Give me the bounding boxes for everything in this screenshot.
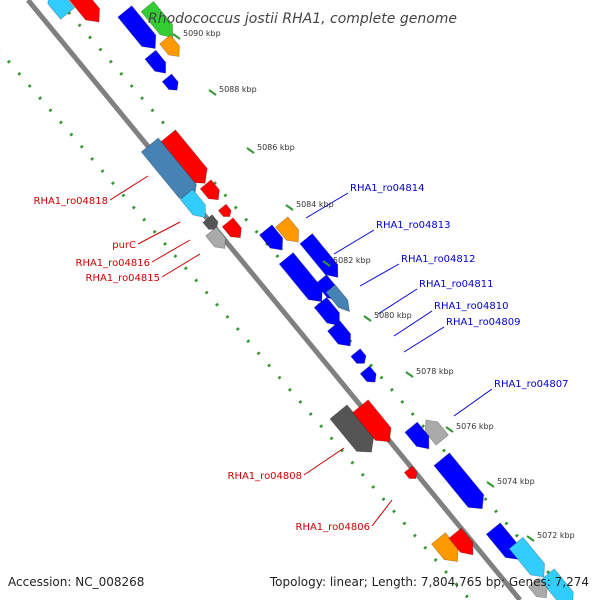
gene-label-forward[interactable]: RHA1_ro04813 [376, 220, 451, 231]
label-leader [151, 239, 191, 263]
gene-label-reverse[interactable]: purC [112, 240, 136, 251]
label-leader [377, 288, 418, 315]
gene-label-forward[interactable]: RHA1_ro04812 [401, 254, 476, 265]
tick-label: 5074 kbp [497, 477, 535, 486]
gene-label-reverse[interactable]: RHA1_ro04815 [86, 273, 161, 284]
gene-arrow[interactable] [299, 233, 344, 283]
label-leader [109, 175, 149, 201]
tick-label: 5078 kbp [416, 367, 454, 376]
gene-arrow[interactable] [508, 536, 551, 582]
gene-label-forward[interactable]: RHA1_ro04814 [350, 183, 425, 194]
gene-arrow[interactable] [179, 188, 211, 222]
gene-arrow[interactable] [202, 214, 221, 233]
gene-arrow[interactable] [42, 0, 76, 20]
gene-labels: RHA1_ro04818 purC RHA1_ro04816RHA1_ro04815… [34, 183, 569, 533]
gene-arrow[interactable] [217, 203, 233, 220]
gene-label-forward[interactable]: RHA1_ro04807 [494, 379, 569, 390]
gene-arrow[interactable] [448, 527, 479, 560]
genome-title: Rhodococcus jostii RHA1, complete genome [148, 11, 457, 27]
gene-arrow[interactable] [350, 348, 369, 367]
genome-backbone [26, 0, 522, 600]
label-leader [371, 499, 393, 527]
label-leader [137, 221, 181, 245]
gene-arrow[interactable] [433, 452, 490, 515]
tick-label: 5084 kbp [296, 200, 334, 209]
gene-label-forward[interactable]: RHA1_ro04811 [419, 279, 494, 290]
tick-mark [322, 260, 331, 267]
label-leader [305, 192, 349, 219]
gene-label-forward[interactable]: RHA1_ro04809 [446, 317, 521, 328]
gene-label-reverse[interactable]: RHA1_ro04816 [76, 258, 151, 269]
label-leader [359, 263, 400, 287]
gene-arrow[interactable] [327, 320, 357, 351]
accession-text: Accession: NC_008268 [8, 575, 144, 589]
label-leader [403, 326, 445, 353]
gene-arrow[interactable] [159, 34, 185, 61]
tick-label: 5082 kbp [333, 256, 371, 265]
tick-label: 5076 kbp [456, 422, 494, 431]
label-leader [333, 229, 375, 255]
tick-label: 5090 kbp [183, 29, 221, 38]
rulers [0, 0, 574, 600]
gene-label-forward[interactable]: RHA1_ro04810 [434, 301, 509, 312]
gene-label-reverse[interactable]: RHA1_ro04808 [228, 471, 303, 482]
tick-mark [363, 315, 372, 322]
gene-arrow[interactable] [144, 49, 171, 77]
gene-arrow[interactable] [275, 216, 305, 247]
tick-mark [445, 426, 454, 433]
tick-mark [208, 89, 217, 96]
tick-label: 5072 kbp [537, 531, 575, 540]
gene-arrow[interactable] [221, 217, 246, 242]
label-leaders [109, 175, 493, 527]
gene-arrow[interactable] [205, 226, 231, 253]
gene-arrow[interactable] [63, 0, 106, 28]
label-leader [453, 388, 493, 417]
label-leader [303, 447, 345, 476]
tick-label: 5088 kbp [219, 85, 257, 94]
tick-mark [285, 204, 294, 211]
ruler-line [0, 49, 472, 600]
gene-arrow[interactable] [527, 577, 552, 600]
gene-arrow[interactable] [259, 224, 289, 255]
gene-arrow[interactable] [359, 365, 379, 386]
gene-arrow[interactable] [157, 129, 213, 190]
gene-label-reverse[interactable]: RHA1_ro04818 [34, 196, 109, 207]
gene-arrow[interactable] [313, 296, 345, 330]
label-leader [393, 310, 433, 337]
gene-arrow[interactable] [404, 421, 435, 454]
tick-mark [486, 481, 495, 488]
gene-arrow[interactable] [403, 465, 419, 482]
gene-arrow[interactable] [325, 284, 354, 316]
gene-arrow[interactable] [420, 415, 449, 446]
gene-arrow[interactable] [140, 0, 179, 42]
tick-label: 5086 kbp [257, 143, 295, 152]
ruler-line [56, 0, 574, 600]
gene-label-reverse[interactable]: RHA1_ro04806 [296, 522, 371, 533]
tick-mark [246, 147, 255, 154]
gene-arrow[interactable] [199, 179, 224, 204]
topology-summary: Topology: linear; Length: 7,804,765 bp; … [269, 575, 589, 589]
tick-labels: 5090 kbp 5088 kbp 5086 kbp 5084 kbp 5082 kbp… [172, 29, 575, 542]
tick-mark [526, 535, 535, 542]
gene-arrow[interactable] [539, 568, 579, 600]
tick-label: 5080 kbp [374, 311, 412, 320]
tick-mark [172, 33, 181, 40]
gene-arrow[interactable] [352, 399, 398, 448]
gene-arrow[interactable] [161, 73, 181, 94]
label-leader [161, 253, 201, 278]
gene-track [42, 0, 579, 600]
gene-arrow[interactable] [117, 5, 162, 55]
tick-mark [405, 371, 414, 378]
